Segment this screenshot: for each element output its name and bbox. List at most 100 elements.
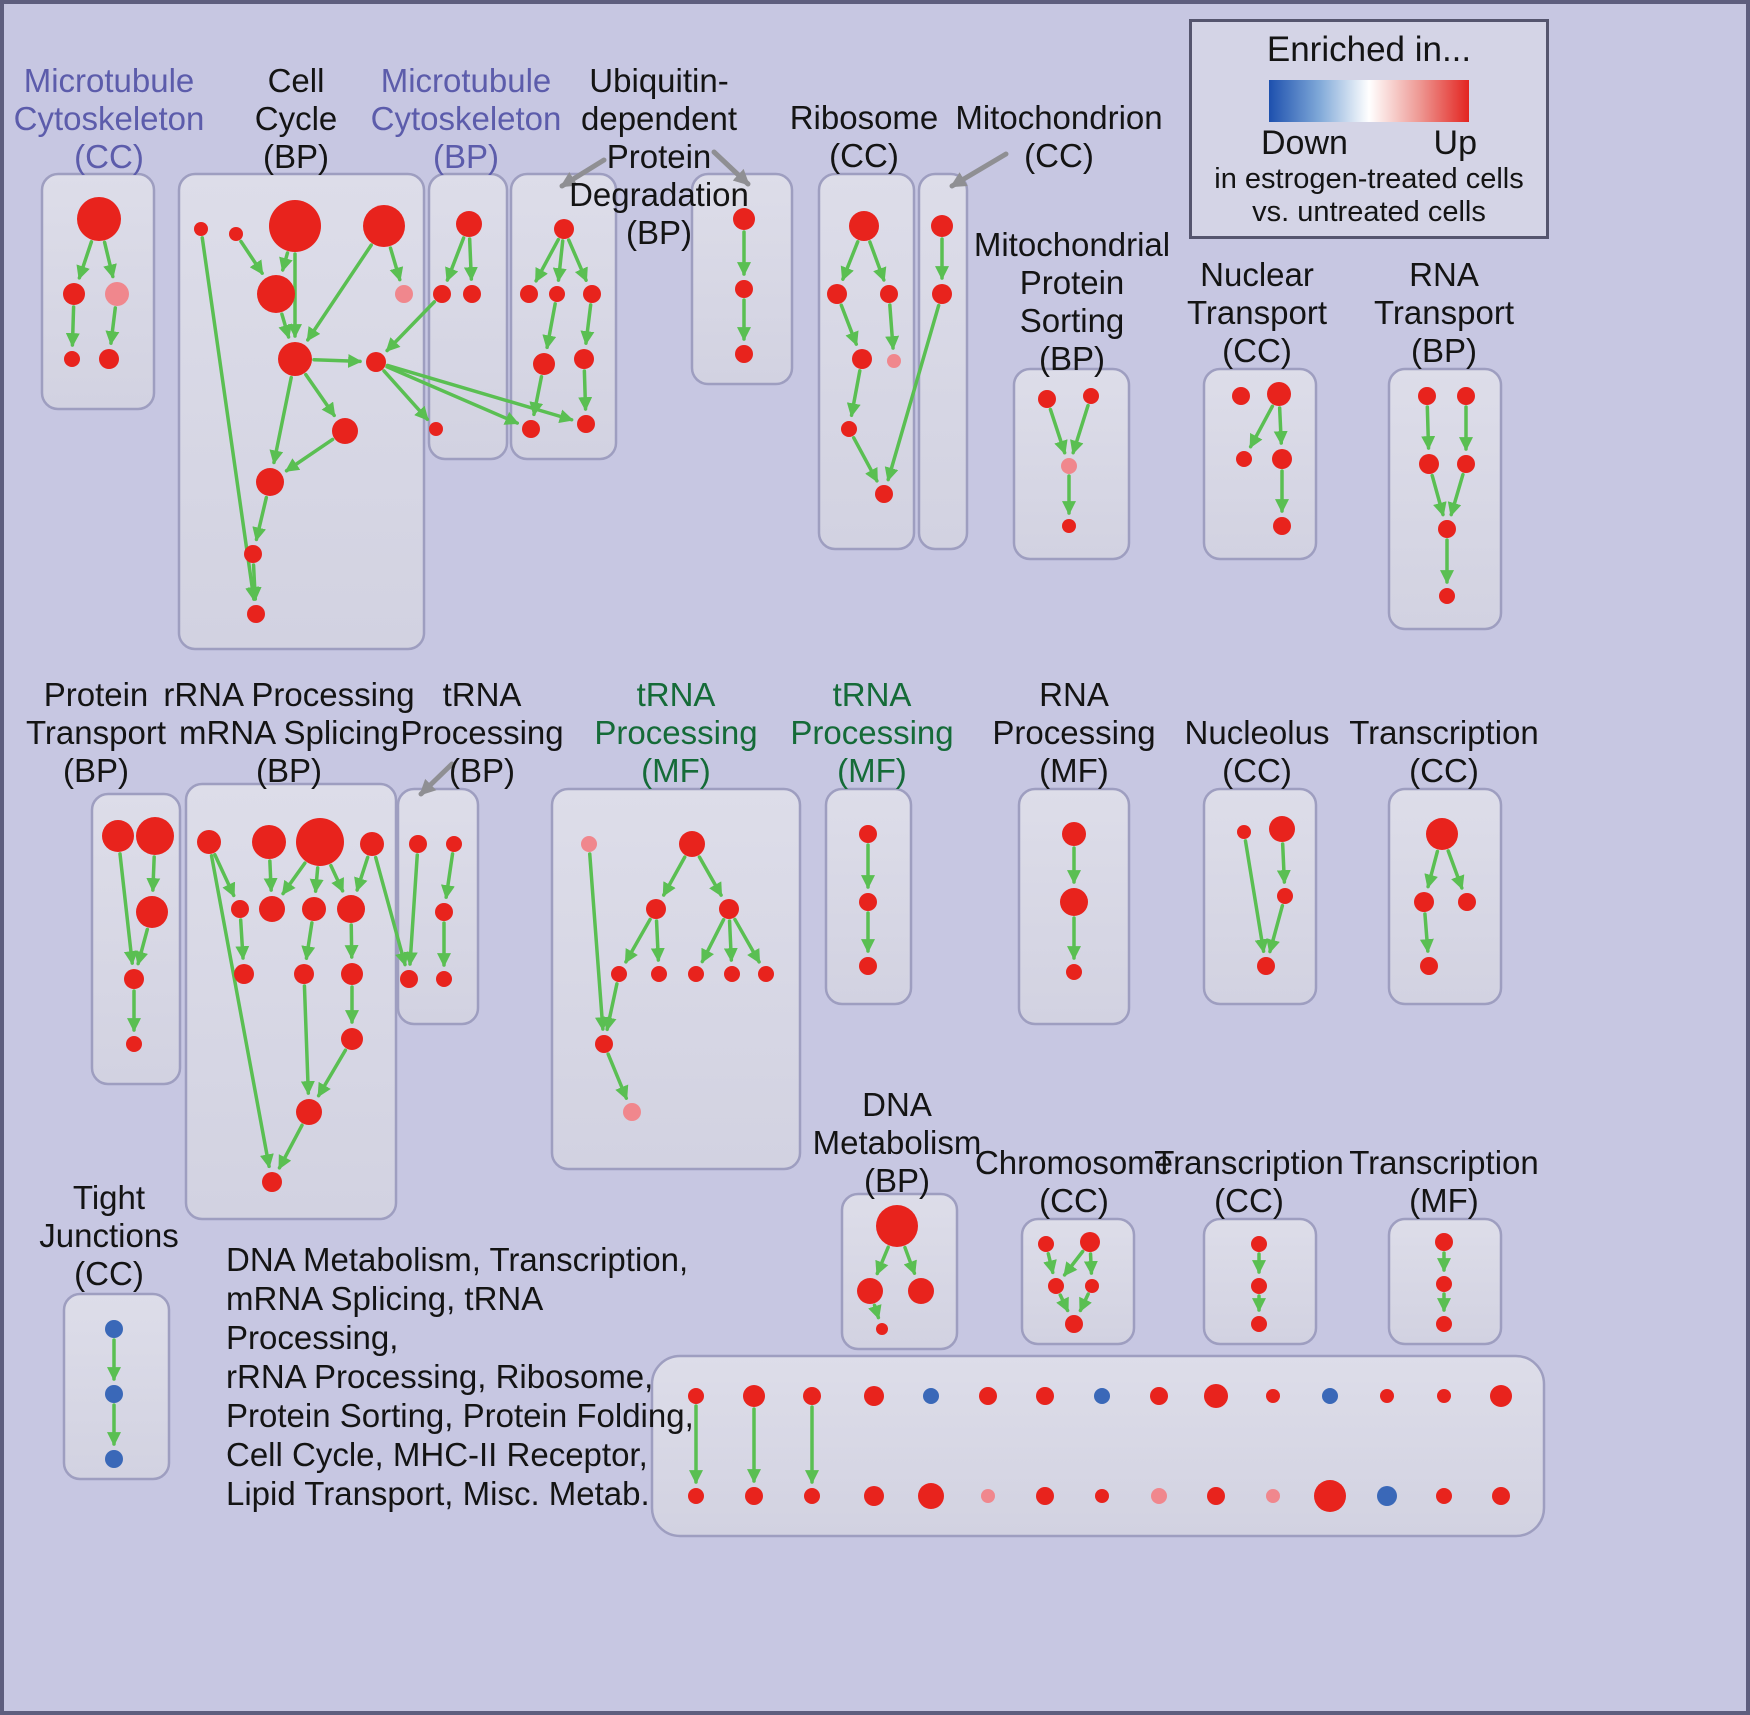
go-term-node: [363, 205, 405, 247]
go-term-node: [735, 280, 753, 298]
edge-arrow: [1083, 1252, 1098, 1276]
legend-subtitle-2: vs. untreated cells: [1252, 196, 1486, 228]
go-term-node: [409, 835, 427, 853]
edge-arrow: [239, 239, 264, 275]
legend: Enriched in... Down Up in estrogen-treat…: [1189, 19, 1549, 239]
go-term-node: [1436, 1488, 1452, 1504]
edge-arrow: [542, 302, 557, 350]
go-term-node: [64, 351, 80, 367]
label-pointer-arrow: [711, 149, 751, 187]
go-term-node: [1457, 455, 1475, 473]
go-term-node: [611, 966, 627, 982]
edge-arrow: [650, 919, 665, 963]
go-term-node: [1419, 454, 1439, 474]
legend-subtitle-1: in estrogen-treated cells: [1214, 163, 1524, 195]
go-term-node: [1439, 588, 1455, 604]
go-term-node: [1438, 520, 1456, 538]
edge-arrow: [700, 917, 726, 964]
go-term-node: [623, 1103, 641, 1121]
go-term-node: [126, 1036, 142, 1052]
go-term-node: [979, 1387, 997, 1405]
go-term-node: [918, 1483, 944, 1509]
go-term-node: [1080, 1232, 1100, 1252]
go-term-node: [533, 353, 555, 375]
go-term-node: [252, 825, 286, 859]
go-term-node: [1418, 387, 1436, 405]
go-term-node: [433, 285, 451, 303]
go-term-node: [99, 349, 119, 369]
go-term-node: [429, 422, 443, 436]
go-term-node: [102, 820, 134, 852]
go-term-node: [1251, 1278, 1267, 1294]
go-term-node: [262, 1172, 282, 1192]
edge-arrow: [329, 863, 345, 893]
go-term-node: [880, 285, 898, 303]
go-term-node: [745, 1487, 763, 1505]
go-term-node: [908, 1278, 934, 1304]
edge-arrow: [312, 353, 363, 368]
go-term-node: [1038, 1236, 1054, 1252]
edge-arrow: [118, 852, 138, 966]
go-term-node: [1066, 964, 1082, 980]
label-pointer-arrow: [418, 761, 455, 797]
go-term-node: [1426, 818, 1458, 850]
edge-arrow: [1421, 405, 1436, 451]
edge-arrow: [385, 300, 437, 353]
go-term-node: [1251, 1316, 1267, 1332]
edge-arrow: [624, 917, 652, 964]
go-term-node: [1257, 957, 1275, 975]
edge-arrow: [309, 866, 324, 894]
go-term-node: [733, 208, 755, 230]
go-term-node: [197, 830, 221, 854]
legend-up-label: Up: [1433, 124, 1477, 162]
edge-arrow: [587, 852, 609, 1032]
go-term-node: [864, 1386, 884, 1406]
group-box-mitochondrion-cc: [917, 172, 969, 551]
edge-arrow: [578, 369, 593, 412]
go-term-node: [1038, 390, 1056, 408]
go-term-node: [931, 215, 953, 237]
go-term-node: [554, 219, 574, 239]
edge-arrow: [65, 305, 80, 348]
diagram-svg: [40, 149, 1546, 1538]
go-term-node: [124, 969, 144, 989]
go-term-node: [841, 421, 857, 437]
go-term-node: [724, 966, 740, 982]
go-term-node: [1272, 449, 1292, 469]
go-term-node: [688, 1388, 704, 1404]
go-term-node: [136, 817, 174, 855]
go-term-node: [688, 966, 704, 982]
edge-arrow: [1447, 472, 1465, 517]
go-term-node: [857, 1278, 883, 1304]
go-term-node: [1062, 519, 1076, 533]
go-term-node: [743, 1385, 765, 1407]
go-term-node: [1266, 1489, 1280, 1503]
go-term-node: [332, 418, 358, 444]
go-term-node: [366, 352, 386, 372]
edge-arrow: [300, 984, 315, 1096]
go-term-node: [1269, 816, 1295, 842]
edge-arrow: [463, 237, 478, 282]
edge-arrow: [316, 1048, 348, 1098]
edge-arrow: [840, 240, 860, 282]
edge-arrow: [304, 372, 336, 418]
edge-arrow: [306, 243, 373, 342]
go-term-node: [583, 285, 601, 303]
go-term-node: [581, 836, 597, 852]
edge-arrow: [1273, 406, 1288, 446]
go-term-node: [1061, 458, 1077, 474]
edge-arrow: [385, 365, 520, 425]
go-term-node: [244, 545, 262, 563]
edge-arrow: [213, 852, 236, 898]
legend-title: Enriched in...: [1266, 30, 1472, 69]
go-term-node: [923, 1388, 939, 1404]
edge-arrow: [1056, 1293, 1070, 1313]
edge-arrow: [445, 236, 466, 282]
go-term-node: [1236, 451, 1252, 467]
go-term-node: [456, 211, 482, 237]
go-term-node: [1085, 1279, 1099, 1293]
edge-arrow: [385, 363, 574, 424]
go-term-node: [294, 964, 314, 984]
go-term-node: [259, 896, 285, 922]
go-term-node: [1457, 387, 1475, 405]
